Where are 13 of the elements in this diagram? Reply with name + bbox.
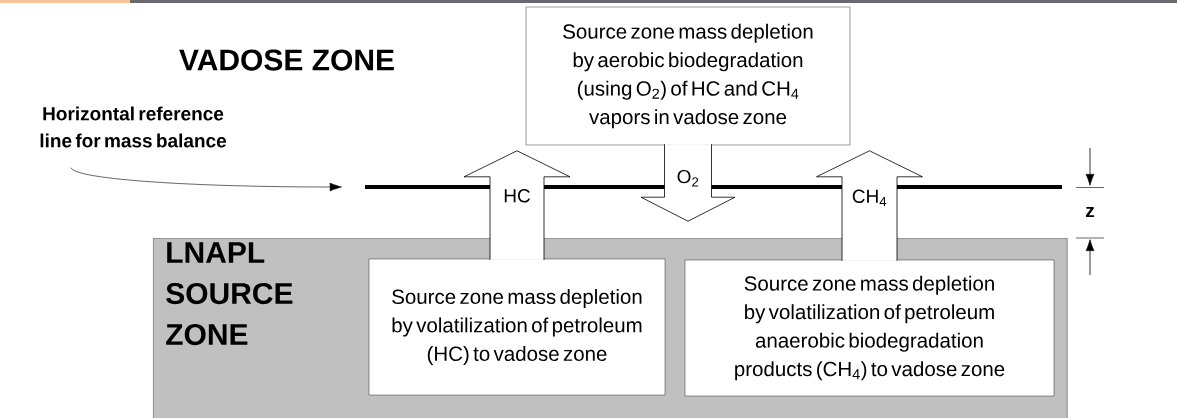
leader-arrow: [70, 167, 342, 192]
zone-label: VADOSE ZONE: [179, 49, 394, 71]
block-arrow: [640, 143, 736, 222]
edge-label: O$_{2}$: [677, 169, 699, 187]
dimension-label: z: [1086, 207, 1095, 217]
block-arrow: [463, 150, 571, 261]
block-arrow: [816, 150, 923, 262]
edge-label: CH$_{4}$: [852, 189, 887, 207]
process-box: Source zone mass depletion by volatilization of petroleum anaerobic biodegradation products (CH$_{4}$) to vadose zone: [684, 259, 1055, 397]
process-box: Source zone mass depletion by volatilization of petroleum (HC) to vadose zone: [368, 258, 666, 396]
annotation-text: Horizontal reference line for mass balance: [40, 106, 227, 148]
callout-box: Source zone mass depletion by aerobic biodegradation (using O$_{2}$) of HC and CH$_{4}$ vapors in vadose zone: [525, 6, 851, 146]
edge-label: HC: [504, 189, 530, 203]
